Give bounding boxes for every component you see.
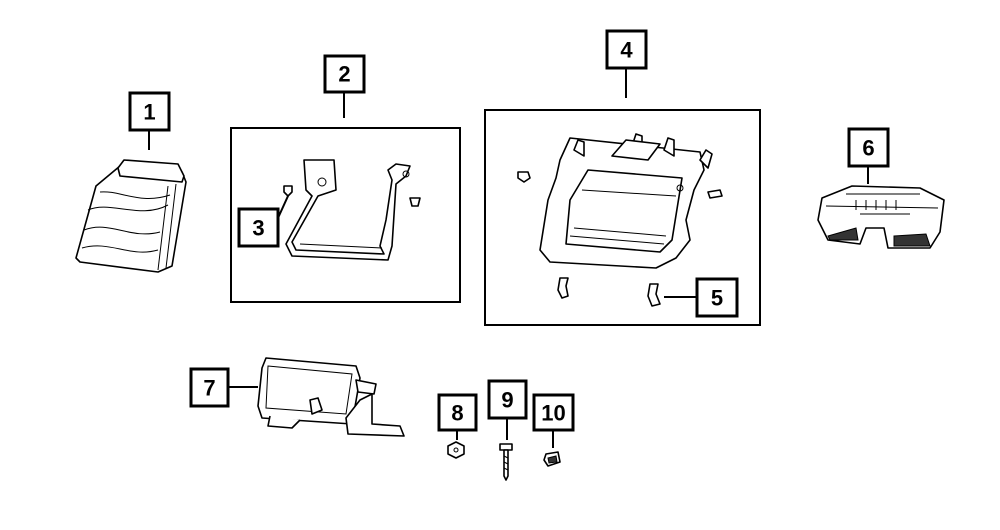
part-7-module[interactable] [257, 357, 405, 437]
callout-label: 10 [541, 401, 565, 426]
part-4-fasteners [517, 171, 723, 199]
callout-label: 8 [451, 401, 463, 426]
group-frame-2 [230, 127, 461, 303]
part-4-storage-bin[interactable] [539, 133, 713, 269]
callout-label: 1 [143, 100, 155, 125]
callout-1[interactable]: 1 [128, 91, 171, 132]
callout-2[interactable]: 2 [323, 54, 366, 94]
callout-label: 9 [501, 388, 513, 413]
part-5-screw[interactable] [557, 277, 661, 307]
part-10-clip-nut[interactable] [543, 451, 561, 467]
callout-label: 4 [620, 38, 633, 63]
part-6-trim[interactable] [817, 185, 945, 249]
part-3-clip[interactable] [283, 185, 421, 207]
group-frame-4 [484, 109, 761, 326]
callout-7[interactable]: 7 [189, 367, 230, 408]
callout-label: 6 [862, 136, 874, 161]
callout-label: 3 [252, 216, 264, 241]
callout-9[interactable]: 9 [487, 379, 528, 420]
callout-label: 7 [203, 376, 215, 401]
callout-6[interactable]: 6 [847, 127, 890, 168]
callout-4[interactable]: 4 [605, 29, 648, 70]
part-2-bracket[interactable] [285, 159, 411, 261]
callout-10[interactable]: 10 [532, 393, 575, 432]
part-1-cover[interactable] [75, 159, 187, 273]
callout-5[interactable]: 5 [695, 277, 739, 318]
part-9-bolt[interactable] [499, 443, 513, 481]
callout-label: 5 [711, 286, 723, 311]
callout-label: 2 [338, 62, 350, 87]
part-8-nut[interactable] [447, 441, 465, 459]
callout-3[interactable]: 3 [237, 207, 280, 248]
leader-lines [148, 68, 869, 448]
callout-8[interactable]: 8 [437, 393, 478, 432]
